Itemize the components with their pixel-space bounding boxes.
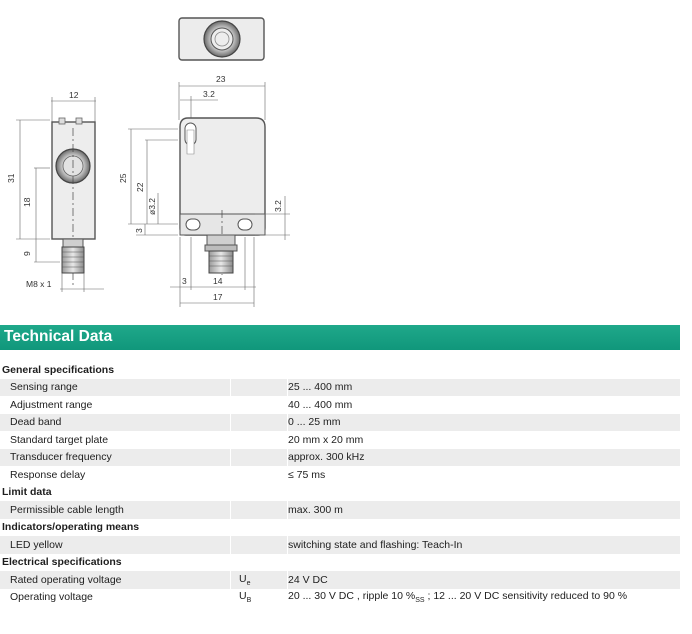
spec-symbol [230, 448, 288, 466]
dim-25: 25 [118, 173, 128, 183]
spec-label: Standard target plate [10, 433, 109, 446]
dim-18: 18 [22, 197, 32, 207]
dim-22: 22 [135, 182, 145, 192]
section-heading: Electrical specifications [2, 556, 122, 569]
symbol-main: U [239, 590, 247, 603]
spec-symbol [230, 466, 288, 484]
spec-symbol [230, 536, 288, 554]
spec-label: Permissible cable length [0, 501, 231, 519]
spec-value: 20 ... 30 V DC , ripple 10 %SS ; 12 ... … [287, 588, 680, 606]
table-row: Permissible cable length max. 300 m [0, 501, 680, 519]
front-view: 23 3.2 25 22 ø3.2 3 3.2 [118, 74, 290, 307]
symbol-sub: B [246, 597, 252, 605]
dim-31: 31 [6, 173, 16, 183]
spec-label: Response delay [10, 468, 86, 481]
dim-23: 23 [216, 74, 226, 84]
top-view [178, 17, 265, 61]
spec-value: 24 V DC [287, 571, 680, 589]
spec-value: 20 mm x 20 mm [287, 431, 680, 449]
spec-label: Rated operating voltage [0, 571, 231, 589]
spec-value: ≤ 75 ms [287, 466, 680, 484]
spec-label: Operating voltage [10, 591, 93, 604]
table-row: Rated operating voltage Ue 24 V DC [0, 571, 680, 589]
section-row: General specifications [0, 361, 680, 379]
value-main: 20 ... 30 V DC , ripple 10 % [288, 590, 416, 603]
section-row: Electrical specifications [0, 554, 680, 572]
spec-label: Dead band [0, 413, 231, 431]
dim-phi: ø3.2 [147, 198, 157, 215]
symbol-main: U [239, 572, 247, 585]
spec-value: max. 300 m [287, 501, 680, 519]
side-view: 12 31 18 9 M8 x 1 [6, 90, 104, 292]
dim-12: 12 [69, 90, 79, 100]
section-heading: General specifications [2, 363, 115, 376]
spec-label: LED yellow [0, 536, 231, 554]
section-row: Limit data [0, 484, 680, 502]
table-row: Operating voltage UB 20 ... 30 V DC , ri… [0, 588, 680, 606]
table-row: Dead band 0 ... 25 mm [0, 413, 680, 431]
value-tail: ; 12 ... 20 V DC sensitivity reduced to … [424, 590, 628, 603]
dim-9: 9 [22, 251, 32, 256]
section-heading: Limit data [2, 486, 52, 499]
dim-3-left: 3 [134, 228, 144, 233]
table-row: Response delay ≤ 75 ms [0, 466, 680, 484]
spec-label: Sensing range [0, 378, 231, 396]
table-row: Standard target plate 20 mm x 20 mm [0, 431, 680, 449]
table-row: Transducer frequency approx. 300 kHz [0, 448, 680, 466]
dim-3-2-top: 3.2 [203, 89, 215, 99]
dim-m8: M8 x 1 [26, 279, 52, 289]
table-row: Adjustment range 40 ... 400 mm [0, 396, 680, 414]
dim-17: 17 [213, 292, 223, 302]
spec-symbol [230, 501, 288, 519]
dim-3-bottom: 3 [182, 276, 187, 286]
section-row: Indicators/operating means [0, 519, 680, 537]
spec-symbol [230, 431, 288, 449]
dim-14: 14 [213, 276, 223, 286]
spec-symbol [230, 378, 288, 396]
table-row: LED yellow switching state and flashing:… [0, 536, 680, 554]
section-banner: Technical Data [0, 325, 680, 350]
spec-label: Adjustment range [10, 398, 93, 411]
symbol-sub: e [246, 579, 251, 587]
spec-table: General specifications Sensing range 25 … [0, 361, 680, 606]
table-row: Sensing range 25 ... 400 mm [0, 378, 680, 396]
spec-symbol [230, 396, 288, 414]
section-title: Technical Data [4, 328, 113, 345]
spec-value: 0 ... 25 mm [287, 413, 680, 431]
spec-label: Transducer frequency [0, 448, 231, 466]
spec-symbol: UB [230, 588, 288, 606]
spec-value: switching state and flashing: Teach-In [287, 536, 680, 554]
spec-symbol [230, 413, 288, 431]
value-sub: SS [415, 597, 425, 605]
section-heading: Indicators/operating means [2, 521, 140, 534]
dim-3-2-right: 3.2 [273, 200, 283, 212]
spec-value: approx. 300 kHz [287, 448, 680, 466]
dimension-drawing: 12 31 18 9 M8 x 1 23 [6, 17, 290, 307]
spec-value: 40 ... 400 mm [287, 396, 680, 414]
spec-symbol: Ue [230, 571, 288, 589]
spec-value: 25 ... 400 mm [287, 378, 680, 396]
